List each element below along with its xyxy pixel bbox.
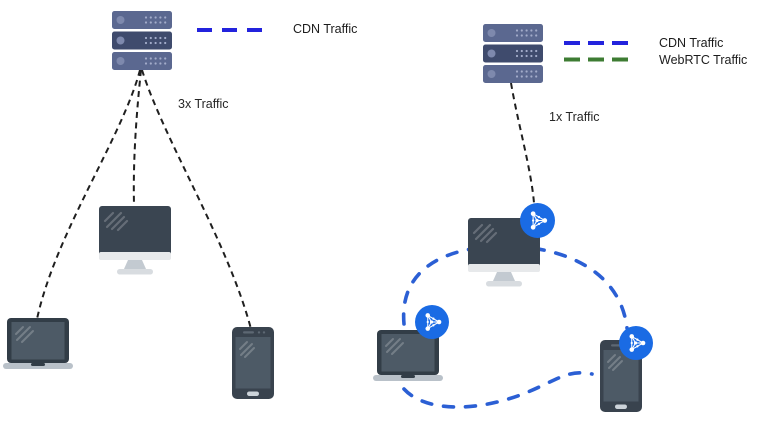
traffic-multiplier-label-left: 3x Traffic (178, 97, 229, 111)
legend-label-cdn-right: CDN Traffic (659, 36, 724, 50)
laptop-icon (3, 318, 73, 370)
left-topology (3, 11, 274, 399)
legend-label-cdn-left: CDN Traffic (293, 22, 358, 36)
right-topology (373, 24, 653, 412)
cdn-link-server-to-desktop-right (510, 82, 535, 204)
traffic-multiplier-label-right: 1x Traffic (549, 110, 600, 124)
p2p-link-laptop-desktop-smartphone (401, 244, 629, 330)
p2p-mesh-badge-icon (415, 305, 449, 339)
server-icon (483, 24, 543, 83)
server-icon (112, 11, 172, 70)
p2p-mesh-badge-icon (619, 326, 653, 360)
legend-label-webrtc-right: WebRTC Traffic (659, 53, 748, 67)
cdn-link-server-to-smartphone (141, 69, 252, 330)
p2p-mesh-badge-icon (520, 203, 555, 238)
smartphone-icon (232, 327, 274, 399)
p2p-link-laptop-smartphone (402, 371, 594, 409)
cdn-link-server-to-desktop (132, 69, 142, 206)
cdn-link-server-to-laptop (36, 69, 141, 320)
desktop-monitor-icon (99, 206, 171, 276)
